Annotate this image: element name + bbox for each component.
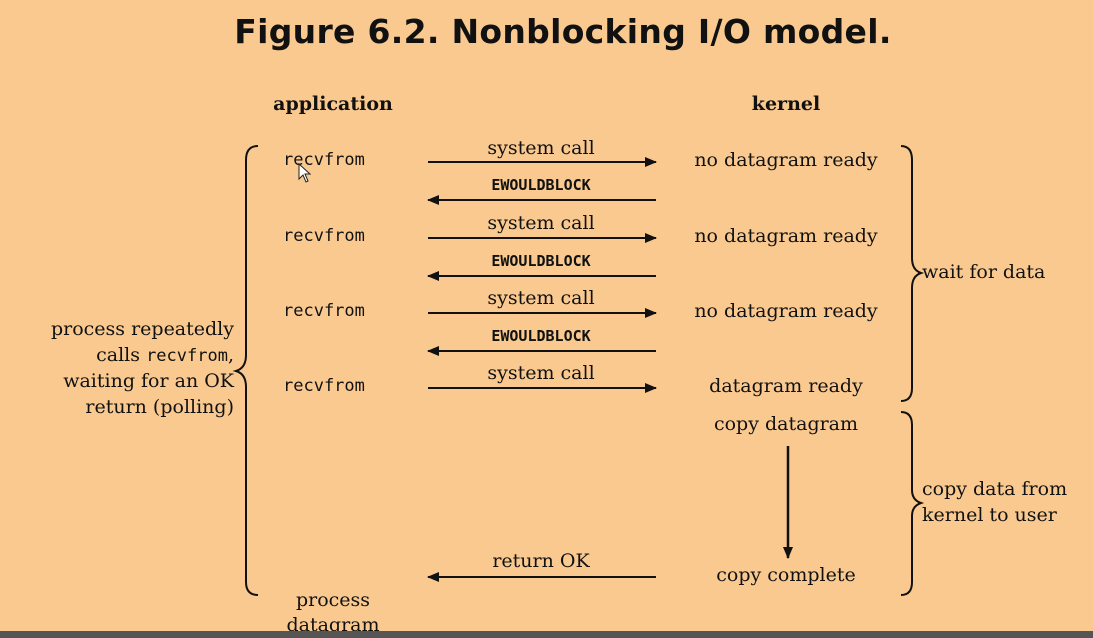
copy-datagram-label: copy datagram [713, 413, 859, 435]
app-recvfrom-1: recvfrom [283, 150, 365, 170]
kernel-column-header: kernel [751, 93, 821, 115]
application-column-header: application [273, 93, 393, 115]
left-note-recvfrom-code: recvfrom [146, 346, 228, 366]
app-recvfrom-2: recvfrom [283, 226, 365, 246]
left-brace [232, 145, 259, 596]
kernel-state-1: no datagram ready [694, 149, 878, 171]
left-note-line1: process repeatedly [50, 318, 234, 340]
left-note-line4: return (polling) [85, 396, 234, 418]
wait-for-data-brace [900, 145, 925, 402]
left-note-line2-text: calls [96, 344, 147, 366]
system-call-label-2: system call [487, 212, 595, 234]
system-call-label-4: system call [487, 362, 595, 384]
return-ok-label: return OK [492, 550, 590, 572]
app-recvfrom-3: recvfrom [283, 301, 365, 321]
process-datagram-line2: datagram [286, 614, 380, 636]
bottom-bar [0, 631, 1093, 638]
kernel-state-4: datagram ready [709, 375, 863, 397]
process-datagram-line1: process [295, 589, 371, 611]
copy-data-brace [900, 411, 925, 596]
left-note-line3: waiting for an OK [63, 370, 234, 392]
ewouldblock-label-1: EWOULDBLOCK [491, 176, 591, 194]
app-recvfrom-4: recvfrom [283, 376, 365, 396]
system-call-label-1: system call [487, 137, 595, 159]
system-call-label-3: system call [487, 287, 595, 309]
figure-title: Figure 6.2. Nonblocking I/O model. [234, 12, 892, 51]
kernel-state-2: no datagram ready [694, 225, 878, 247]
left-note-line2: calls recvfrom, [96, 346, 234, 365]
wait-for-data-label: wait for data [922, 261, 1046, 283]
copy-note-line1: copy data from [922, 478, 1068, 500]
left-note-line2-comma: , [227, 344, 234, 366]
ewouldblock-label-2: EWOULDBLOCK [491, 252, 591, 270]
copy-complete-label: copy complete [716, 564, 856, 586]
kernel-state-3: no datagram ready [694, 300, 878, 322]
copy-note-line2: kernel to user [922, 504, 1057, 526]
mouse-cursor-icon [298, 163, 312, 183]
ewouldblock-label-3: EWOULDBLOCK [491, 327, 591, 345]
